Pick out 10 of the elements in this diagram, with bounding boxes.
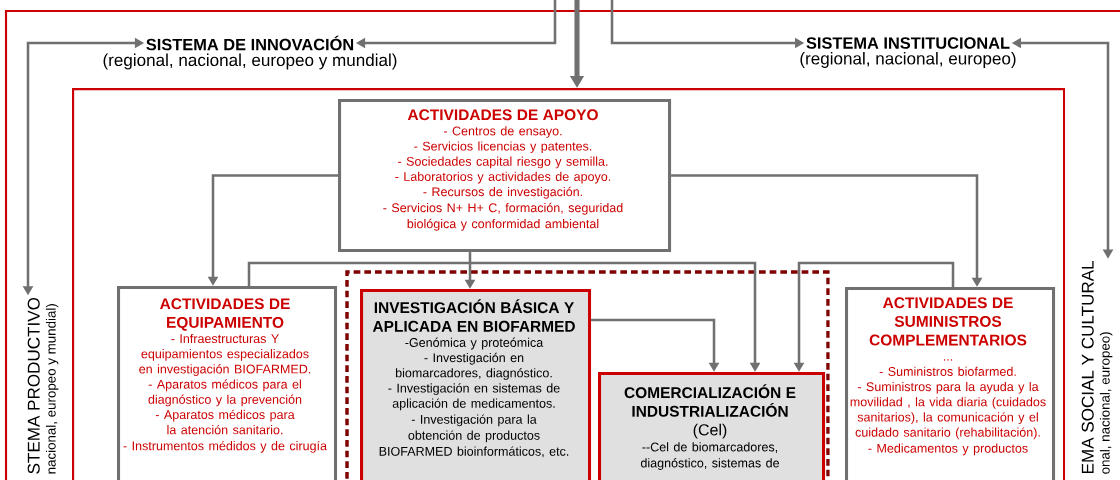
system-label: EMA SOCIAL Y CULTURAL onal, nacional, europeo) [1081,260,1113,474]
system-label: SISTEMA INSTITUCIONAL (regional, nacional, europeo) [800,37,1016,68]
system-label: SISTEMA DE INNOVACIÓN (regional, nacional, europeo y mundial) [103,35,397,70]
system-frame [72,88,1066,480]
system-label: STEMA PRODUCTIVO nacional, europeo y mundial) [27,297,59,474]
process-box: ACTIVIDADES DE SUMINISTROS COMPLEMENTARIOS ... - Suministros biofarmed. - Suministros para la ayuda y la movilidad , la vida diaria (cuidados sanitarios), la comunicación y el cuidado sanitario (rehabilitación). - Medicamentos y productos [845,287,1056,480]
process-box: COMERCIALIZACIÓN E INDUSTRIALIZACIÓN (Cel) --Cel de biomarcadores, diagnóstico, sistemas de [598,372,826,480]
process-box: ACTIVIDADES DE APOYO - Centros de ensayo. - Servicios licencias y patentes. - Sociedades capital riesgo y semilla. - Laboratorios y actividades de apoyo. - Recursos de investigación. - Servicios N+ H+ C, formación, seguridad biológica y conformidad ambiental [338,99,672,253]
process-box: ACTIVIDADES DE EQUIPAMIENTO - Infraestructuras Y equipamientos especializados en investigación BIOFARMED. - Aparatos médicos para el diagnóstico y la prevención - Aparatos médicos para la atención sanitario. - Instrumentos médidos y de cirugía [117,286,338,480]
process-box: INVESTIGACIÓN BÁSICA Y APLICADA EN BIOFARMED -Genómica y proteómica - Investigación en biomarcadores, diagnóstico. - Investigación en sistemas de aplicación de medicamentos. - Investigación para la obtención de productos BIOFARMED bioinformáticos, etc. [360,289,592,480]
